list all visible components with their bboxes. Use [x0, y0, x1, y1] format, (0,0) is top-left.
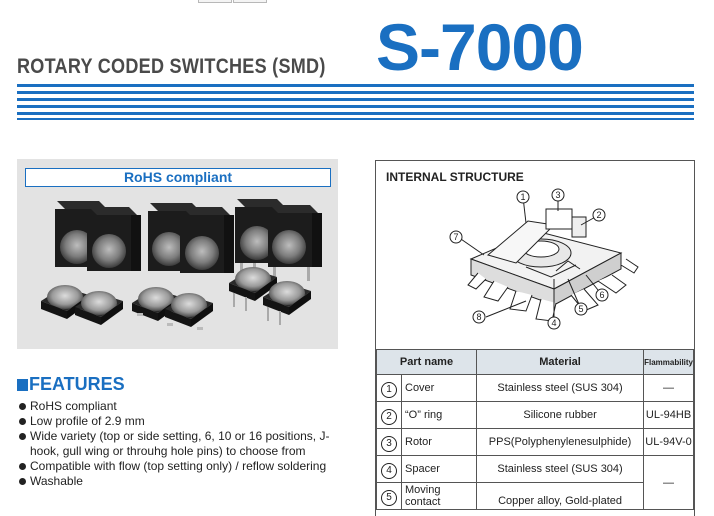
model-number: S-7000 [376, 10, 584, 84]
circled-number: 3 [381, 435, 397, 452]
header-material: Material [475, 349, 645, 375]
feature-item: RoHS compliant [17, 399, 347, 414]
row-number: 1 [376, 374, 402, 402]
part-name-cell: Cover [401, 374, 477, 402]
header-flammability: Flammability [643, 349, 694, 375]
switch-pair-through-hole [235, 199, 322, 281]
flammability-cell: UL-94V-0 [643, 428, 694, 456]
material-cell: PPS(Polyphenylenesulphide) [475, 428, 645, 456]
switch-pair-j-hook [229, 267, 311, 325]
table-row: 4 Spacer Stainless steel (SUS 304) — [376, 455, 694, 510]
part-name-cell: Spacer [401, 455, 477, 483]
header-rule [17, 112, 694, 115]
switch-pair-low-profile [41, 285, 123, 325]
circled-number: 2 [381, 408, 397, 425]
material-cell: Copper alloy, Gold-plated [475, 482, 645, 510]
callout-6: 6 [599, 290, 604, 300]
table-row: 1 Cover Stainless steel (SUS 304) — [376, 374, 694, 402]
material-cell: Stainless steel (SUS 304) [475, 455, 645, 483]
feature-item: Washable [17, 474, 347, 489]
part-name-cell: Moving contact [401, 482, 477, 510]
callout-1: 1 [520, 192, 525, 202]
circled-number: 4 [381, 462, 397, 479]
material-cell: Silicone rubber [475, 401, 645, 429]
feature-item: Compatible with flow (top setting only) … [17, 459, 347, 474]
material-cell: Stainless steel (SUS 304) [475, 374, 645, 402]
row-number: 5 [376, 482, 402, 510]
flammability-cell: UL-94HB [643, 401, 694, 429]
header-rule [17, 105, 694, 108]
callout-2: 2 [596, 210, 601, 220]
browser-top-strip [0, 0, 714, 4]
header-part-name: Part name [376, 349, 477, 375]
row-number: 3 [376, 428, 402, 456]
internal-structure-panel: INTERNAL STRUCTURE [375, 160, 695, 516]
switch-pair-side-setting [148, 203, 234, 273]
callout-8: 8 [476, 312, 481, 322]
header-rule [17, 84, 694, 87]
circled-number: 1 [381, 381, 397, 398]
header-rule [17, 118, 694, 120]
internal-structure-diagram: 1 2 3 4 5 6 7 8 [449, 188, 639, 330]
table-row: 2 “O” ring Silicone rubber UL-94HB [376, 401, 694, 429]
row-number: 4 [376, 455, 402, 483]
header-rule [17, 91, 694, 94]
callout-4: 4 [551, 318, 556, 328]
parts-table-header: Part name Material Flammability [376, 349, 694, 375]
flammability-cell: — [643, 455, 694, 510]
top-tab-stub[interactable] [198, 0, 232, 3]
callout-5: 5 [578, 304, 583, 314]
flammability-cell: — [643, 374, 694, 402]
circled-number: 5 [381, 489, 397, 506]
table-row: 5 Moving contact Copper alloy, Gold-plat… [376, 482, 694, 510]
switch-pair-top-setting [55, 201, 141, 271]
row-number: 2 [376, 401, 402, 429]
part-name-cell: “O” ring [401, 401, 477, 429]
table-row: 3 Rotor PPS(Polyphenylenesulphide) UL-94… [376, 428, 694, 456]
product-photo [41, 199, 322, 330]
internal-structure-title: INTERNAL STRUCTURE [386, 170, 524, 184]
features-list: RoHS compliant Low profile of 2.9 mm Wid… [17, 399, 347, 489]
top-tab-stub[interactable] [233, 0, 267, 3]
parts-table: Part name Material Flammability 1 Cover … [376, 349, 694, 510]
callout-3: 3 [555, 190, 560, 200]
feature-item: Low profile of 2.9 mm [17, 414, 347, 429]
callout-7: 7 [453, 232, 458, 242]
features-heading: FEATURES [17, 374, 125, 395]
header-rule [17, 98, 694, 101]
rohs-badge: RoHS compliant [25, 168, 331, 187]
product-photo-panel: RoHS compliant [17, 159, 338, 349]
feature-item: Wide variety (top or side setting, 6, 10… [17, 429, 347, 459]
square-bullet-icon [17, 378, 28, 391]
part-name-cell: Rotor [401, 428, 477, 456]
product-subtitle: ROTARY CODED SWITCHES (SMD) [17, 55, 326, 78]
switch-pair-gull-wing [132, 287, 213, 330]
features-title: FEATURES [29, 374, 125, 394]
